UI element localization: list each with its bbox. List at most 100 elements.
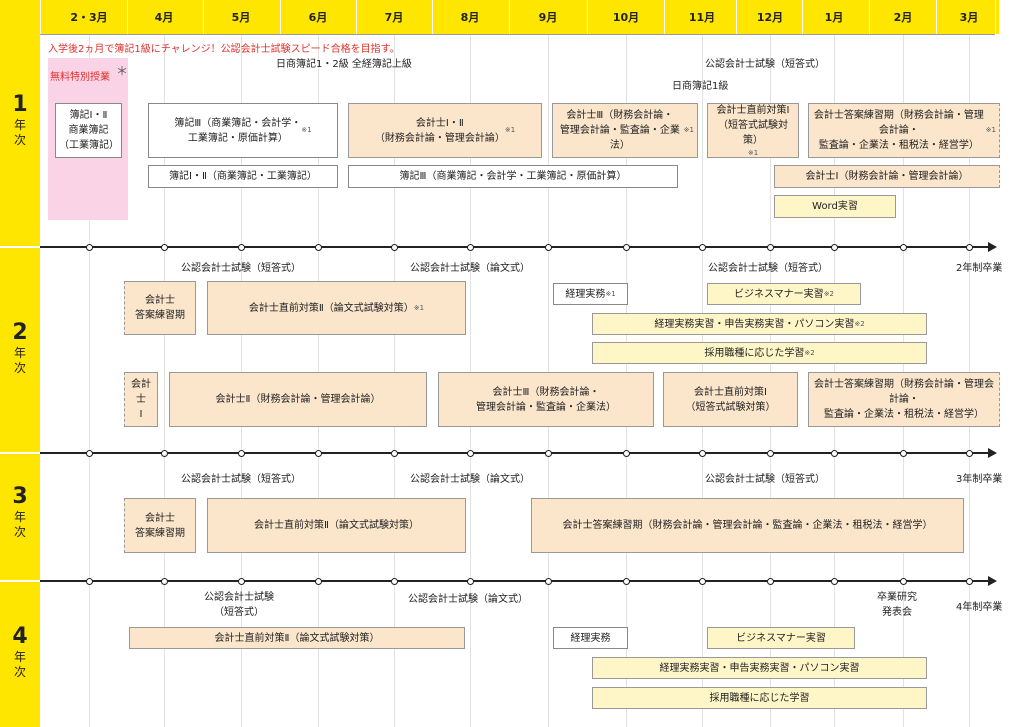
timeline-dot: [466, 243, 474, 251]
header-bottom-line: [40, 34, 995, 35]
y4-label-grad: 4年制卒業: [956, 602, 1003, 613]
year-divider-3: [0, 580, 40, 582]
timeline-dot: [466, 449, 474, 457]
y2-label-short: 公認会計士試験（短答式）: [181, 263, 301, 274]
month-header-cell: 9月: [518, 0, 578, 34]
y1-label-boki1: 日商簿記1級: [672, 81, 729, 92]
timeline-dot: [622, 243, 630, 251]
y1-label-boki12: 日商簿記1・2級 全経簿記上級: [276, 59, 412, 70]
month-header-divider: [802, 0, 803, 34]
month-header-divider: [40, 0, 41, 34]
y1-chokuzen1-box: 会計士直前対策Ⅰ （短答式試験対策）※1: [707, 103, 799, 158]
y1-label-short: 公認会計士試験（短答式）: [705, 59, 825, 70]
y3-answer2-box: 会計士答案練習期（財務会計論・管理会計論・監査論・企業法・租税法・経営学）: [531, 498, 964, 553]
timeline-line: [40, 246, 990, 248]
month-header-cell: 3月: [939, 0, 999, 34]
y4-business-box: ビジネスマナー実習: [707, 627, 855, 649]
month-header-divider: [432, 0, 433, 34]
timeline-dot: [899, 449, 907, 457]
month-header-cell: 8月: [440, 0, 500, 34]
y2-label-essay: 公認会計士試験（論文式）: [410, 263, 530, 274]
month-header-divider: [869, 0, 870, 34]
month-header-divider: [995, 0, 996, 34]
timeline-line: [40, 580, 990, 582]
timeline-dot: [830, 577, 838, 585]
month-header-divider: [936, 0, 937, 34]
timeline-arrowhead: [988, 576, 997, 586]
month-header-divider: [280, 0, 281, 34]
month-header-cell: 10月: [596, 0, 656, 34]
month-header-divider: [203, 0, 204, 34]
y1-boki3b-box: 簿記Ⅲ（商業簿記・会計学・工業簿記・原価計算）: [348, 165, 678, 188]
month-gridline: [89, 34, 90, 727]
y2-chokuzen1-box: 会計士直前対策Ⅰ （短答式試験対策）: [663, 372, 798, 427]
month-header-cell: 2・3月: [59, 0, 119, 34]
y1-kaikei12-box: 会計士Ⅰ・Ⅱ （財務会計論・管理会計論）※1: [348, 103, 542, 158]
timeline-dot: [160, 243, 168, 251]
timeline-dot: [544, 577, 552, 585]
timeline-dot: [965, 449, 973, 457]
year-divider-2: [0, 452, 40, 454]
timeline-dot: [85, 243, 93, 251]
timeline-dot: [766, 449, 774, 457]
timeline-dot: [899, 577, 907, 585]
y4-chokuzen2-box: 会計士直前対策Ⅱ（論文式試験対策）: [129, 627, 465, 649]
year-divider-1: [0, 246, 40, 248]
month-header-cell: 12月: [740, 0, 800, 34]
month-header-cell: 4月: [134, 0, 194, 34]
timeline-dot: [390, 449, 398, 457]
timeline-arrowhead: [988, 242, 997, 252]
timeline-dot: [314, 449, 322, 457]
month-header-divider: [664, 0, 665, 34]
y2-business-box: ビジネスマナー実習※2: [707, 283, 861, 305]
y2-kaikei3-box: 会計士Ⅲ（財務会計論・ 管理会計論・監査論・企業法）: [438, 372, 654, 427]
y2-shokushu-box: 採用職種に応じた学習※2: [592, 342, 927, 364]
month-header-divider: [587, 0, 588, 34]
year-column: [0, 0, 40, 727]
month-header-divider: [356, 0, 357, 34]
month-header-divider: [509, 0, 510, 34]
timeline-dot: [237, 577, 245, 585]
y4-keiri-box: 経理実務: [553, 627, 628, 649]
y1-boki12-box: 簿記Ⅰ・Ⅱ（商業簿記・工業簿記）: [148, 165, 338, 188]
y2-label-short2: 公認会計士試験（短答式）: [708, 263, 828, 274]
y2-answer1-box: 会計士 答案練習期: [124, 281, 196, 335]
y4-shokushu-box: 採用職種に応じた学習: [592, 687, 927, 709]
y2-keiri-box: 経理実務※1: [553, 283, 628, 305]
timeline-dot: [85, 577, 93, 585]
timeline-dot: [766, 577, 774, 585]
month-header-cell: 7月: [364, 0, 424, 34]
y3-label-essay: 公認会計士試験（論文式）: [410, 474, 530, 485]
timeline-line: [40, 452, 990, 454]
y4-label-essay: 公認会計士試験（論文式）: [408, 594, 528, 605]
timeline-dot: [314, 243, 322, 251]
timeline-dot: [237, 243, 245, 251]
timeline-dot: [899, 243, 907, 251]
month-header-cell: 11月: [672, 0, 732, 34]
timeline-dot: [965, 577, 973, 585]
timeline-dot: [390, 243, 398, 251]
timeline-dot: [965, 243, 973, 251]
timeline-dot: [622, 577, 630, 585]
timeline-dot: [766, 243, 774, 251]
y1-pre-boki-box: 簿記Ⅰ・Ⅱ 商業簿記 （工業簿記）: [55, 103, 122, 158]
y3-chokuzen2-box: 会計士直前対策Ⅱ（論文式試験対策）: [207, 498, 466, 553]
month-header-cell: 1月: [804, 0, 864, 34]
timeline-dot: [237, 449, 245, 457]
free-class-label: 無料特別授業: [50, 72, 110, 83]
timeline-dot: [830, 243, 838, 251]
timeline-dot: [544, 449, 552, 457]
timeline-dot: [390, 577, 398, 585]
y3-label-grad: 3年制卒業: [956, 474, 1003, 485]
y4-practice-box: 経理実務実習・申告実務実習・パソコン実習: [592, 657, 927, 679]
y3-label-short2: 公認会計士試験（短答式）: [705, 474, 825, 485]
timeline-dot: [314, 577, 322, 585]
month-header-cell: 5月: [211, 0, 271, 34]
y3-label-short: 公認会計士試験（短答式）: [181, 474, 301, 485]
timeline-dot: [466, 577, 474, 585]
y1-intro-text: 入学後2ヵ月で簿記1級にチャレンジ！公認会計士試験スピード合格を目指す。: [48, 44, 400, 55]
